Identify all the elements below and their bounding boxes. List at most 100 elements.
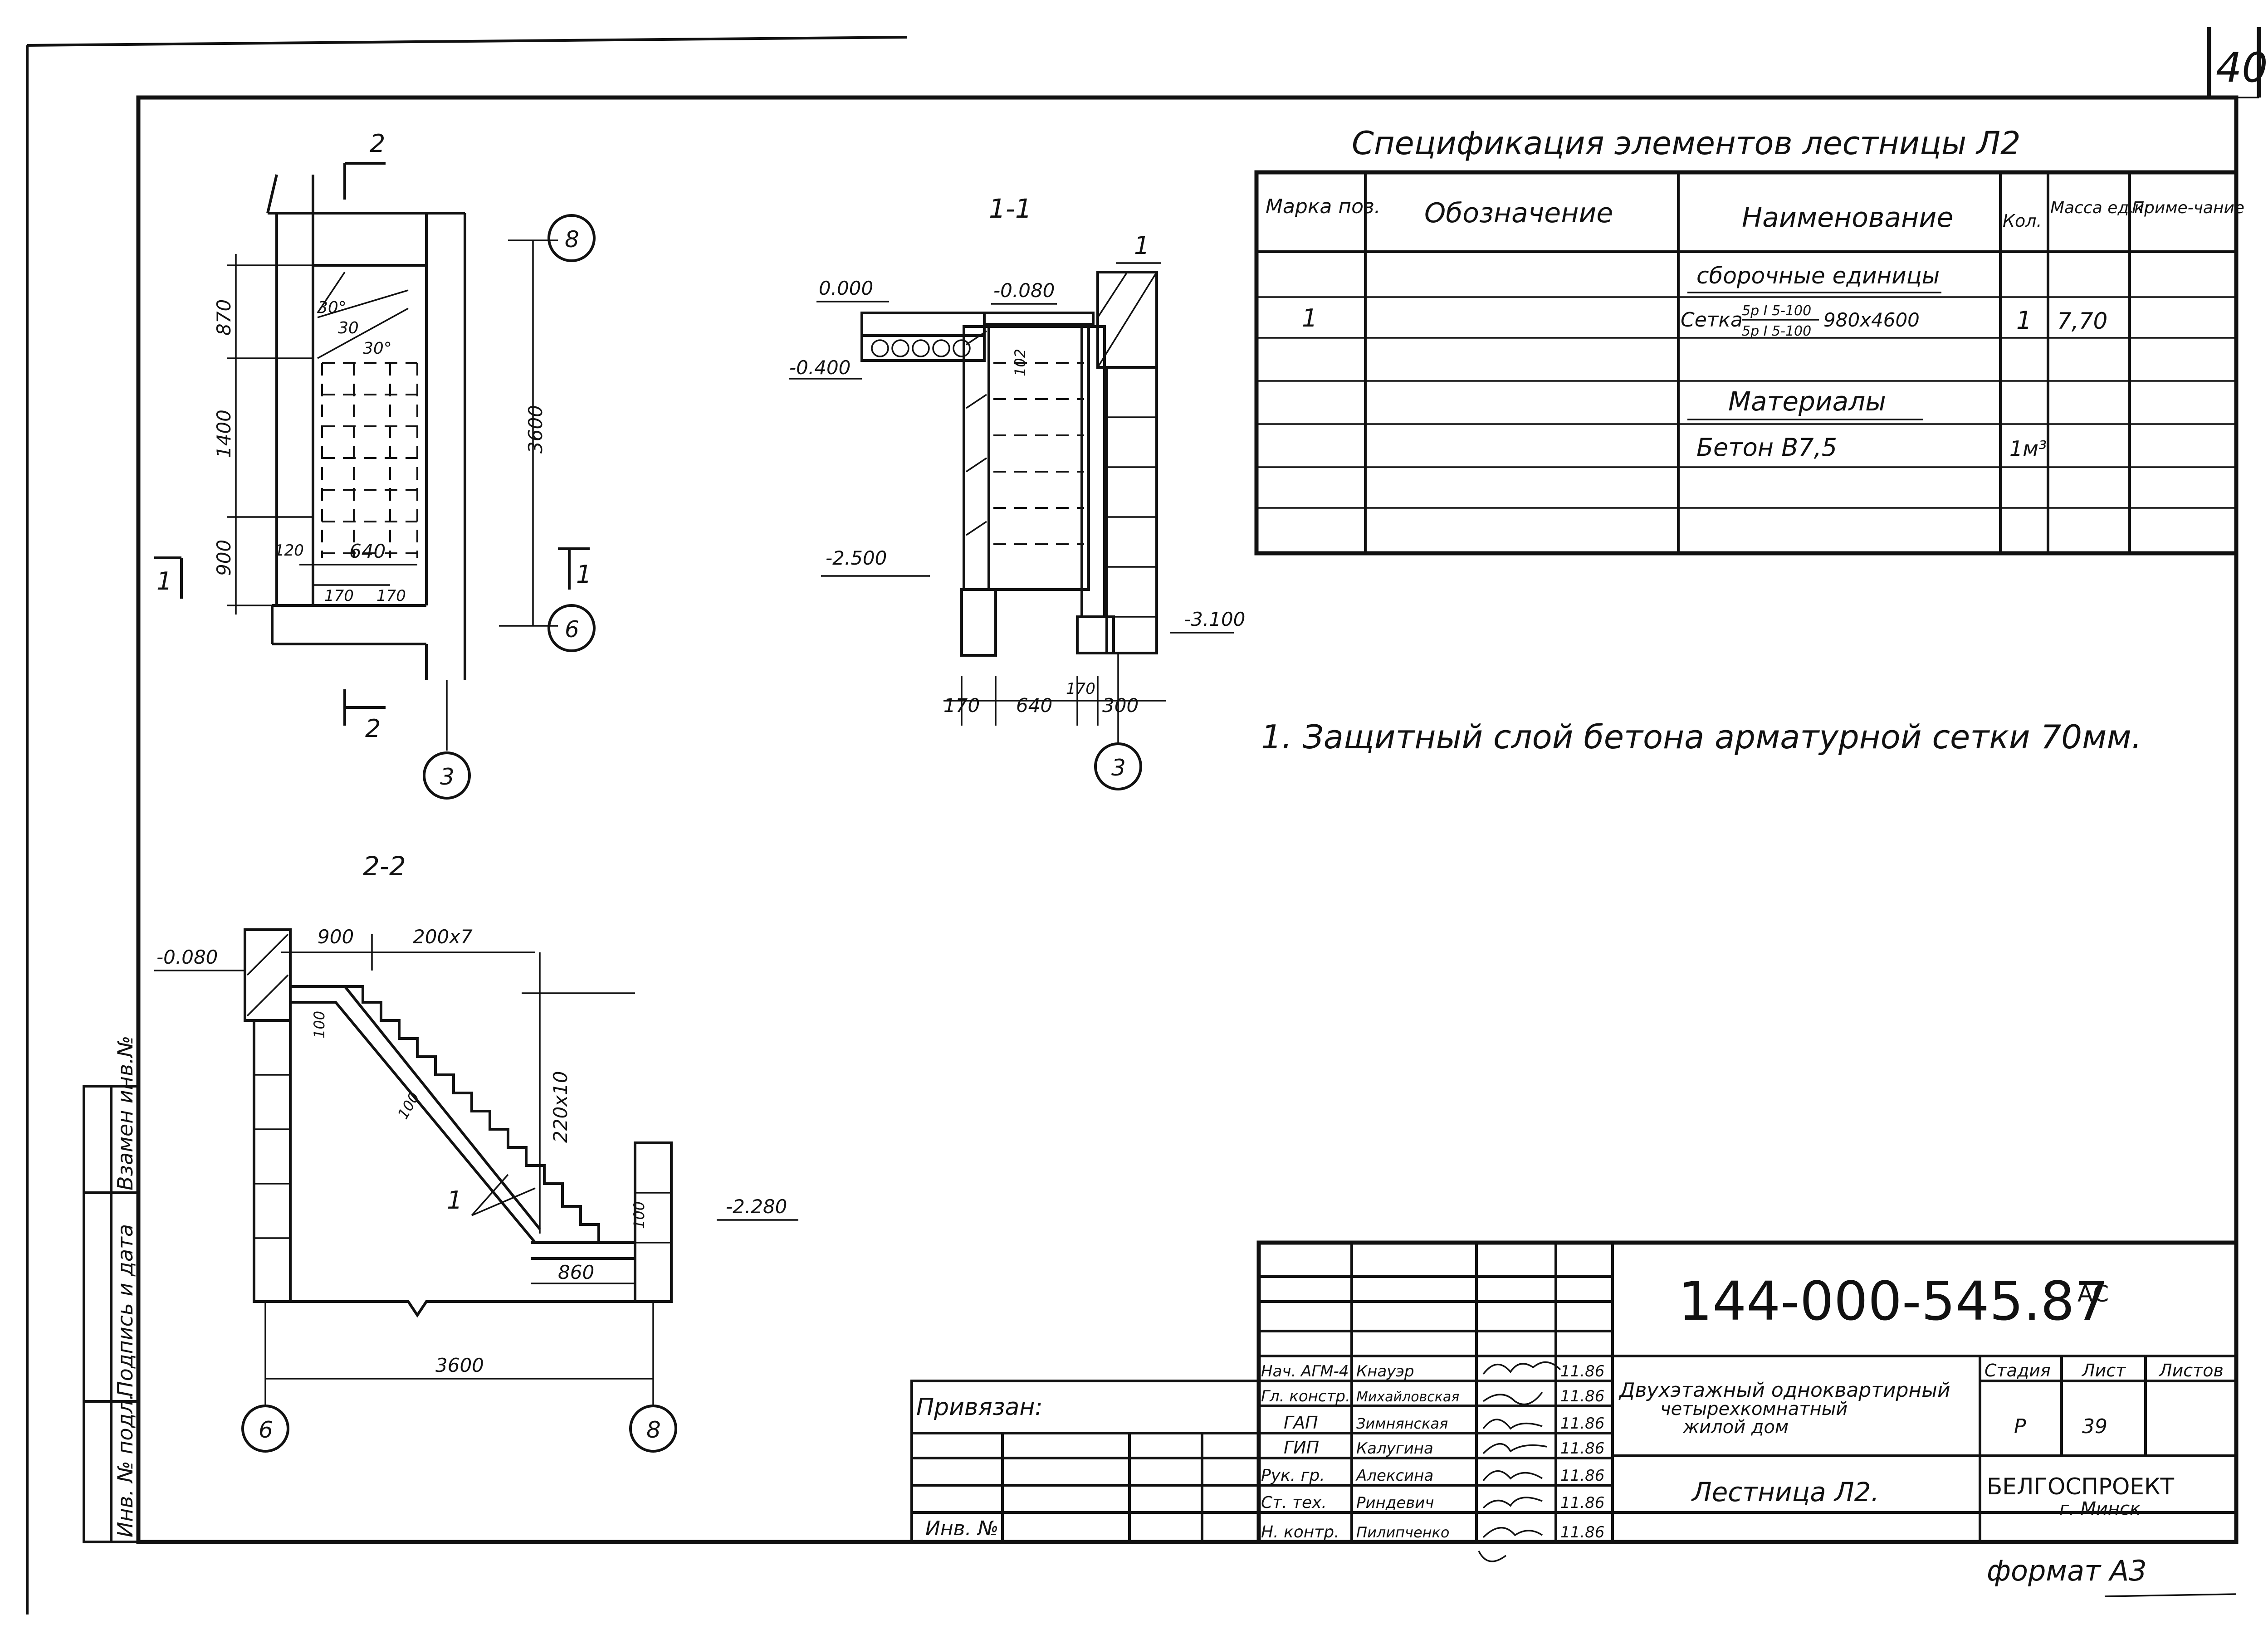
- sec22-dim-top-0: 900: [318, 926, 354, 948]
- side-stamp-replace: Взамен инв.№: [113, 1036, 137, 1190]
- spec-section-assembly: сборочные единицы: [1696, 263, 1940, 289]
- sec11-dim-2: 170: [1066, 680, 1095, 698]
- spec-h-name: Наименование: [1742, 202, 1953, 234]
- title-block: Привязан: Инв. № Нач. АГМ-4 Гл. констр. …: [910, 1240, 2239, 1562]
- side-stamp: Взамен инв.№ Подпись и дата Инв. № подл.: [83, 1036, 140, 1543]
- plan-sec-right: 1: [576, 560, 591, 589]
- sec22-small-2: 100: [631, 1201, 648, 1229]
- sec11-dim-1: 640: [1016, 694, 1052, 717]
- section-2-2: 2-2 -0.080 -2.280 900 200x7 220x10: [154, 851, 798, 1453]
- spec-h-mass: Масса ед.кг: [2050, 199, 2153, 217]
- side-stamp-sign: Подпись и дата: [113, 1224, 137, 1397]
- sheet-hdr: Лист: [2081, 1361, 2126, 1380]
- inv-label: Инв. №: [925, 1517, 998, 1540]
- project-1: четырехкомнатный: [1660, 1399, 1848, 1419]
- side-stamp-inv: Инв. № подл.: [113, 1394, 137, 1537]
- name-3: Калугина: [1356, 1439, 1433, 1458]
- name-2: Зимнянская: [1356, 1415, 1448, 1432]
- stair-plan: 870 1400 900 120 640 170 170 3600 30° 30…: [154, 129, 596, 800]
- spec-row1-size: 980x4600: [1823, 309, 1920, 331]
- date-0: 11.86: [1560, 1362, 1604, 1380]
- sec11-level-4: -3.100: [1184, 608, 1245, 630]
- sec22-axis-0: 6: [259, 1417, 273, 1443]
- name-6: Пилипченко: [1356, 1524, 1449, 1541]
- date-5: 11.86: [1560, 1494, 1604, 1512]
- section-1-1: 1-1 102: [789, 193, 1245, 790]
- spec-table: Спецификация элементов лестницы Л2 Марка…: [1254, 125, 2244, 556]
- sec22-level-1: -2.280: [726, 1195, 787, 1218]
- drawing-name: Лестница Л2.: [1691, 1477, 1879, 1507]
- sec22-small-1: 100: [394, 1089, 423, 1122]
- sec22-dim-right: 220x10: [549, 1071, 572, 1143]
- spec-h-note: Приме-чание: [2132, 199, 2244, 217]
- spec-h-mark: Марка поз.: [1266, 195, 1380, 218]
- sec11-inner: 102: [1012, 349, 1029, 376]
- spec-row2-name: Бетон В7,5: [1696, 433, 1837, 462]
- plan-dim-bottom-3: 170: [376, 587, 406, 605]
- plan-dim-bottom-1: 640: [349, 540, 386, 562]
- doc-code-suffix: АС: [2077, 1281, 2109, 1307]
- plan-angle-0: 30°: [318, 298, 347, 317]
- sec22-title: 2-2: [363, 851, 406, 882]
- spec-row2-qty: 1м³: [2009, 436, 2047, 461]
- spec-section-materials: Материалы: [1728, 386, 1886, 417]
- doc-code: 144-000-545.87: [1678, 1270, 2109, 1332]
- sec22-level-0: -0.080: [156, 946, 218, 968]
- plan-angle-1: 30: [338, 319, 359, 337]
- org-city: г. Минск: [2059, 1498, 2141, 1519]
- date-3: 11.86: [1560, 1439, 1604, 1458]
- name-4: Алексина: [1355, 1467, 1433, 1485]
- date-6: 11.86: [1560, 1523, 1604, 1541]
- plan-dim-left-1: 1400: [213, 410, 235, 458]
- spec-row1-frac-top: 5р I 5-100: [1742, 303, 1811, 319]
- sheet-value: 39: [2082, 1415, 2107, 1438]
- role-4: Рук. гр.: [1261, 1466, 1325, 1485]
- role-0: Нач. АГМ-4: [1261, 1362, 1349, 1380]
- sheet-number: 40: [2216, 44, 2268, 92]
- plan-cut-bottom: 2: [365, 714, 381, 743]
- sec22-axis-1: 8: [646, 1417, 661, 1443]
- spec-row1-frac-bottom: 5р I 5-100: [1742, 323, 1811, 339]
- general-note: 1. Защитный слой бетона арматурной сетки…: [1261, 718, 2142, 756]
- role-6: Н. контр.: [1261, 1523, 1339, 1541]
- name-0: Кнауэр: [1356, 1362, 1414, 1380]
- role-2: ГАП: [1284, 1413, 1318, 1433]
- sec11-marker: 1: [1134, 231, 1149, 260]
- spec-row1-name: Сетка: [1681, 308, 1743, 332]
- plan-dim-bottom-2: 170: [324, 587, 354, 605]
- sec11-dim-0: 170: [943, 694, 980, 717]
- signatures: [1478, 1361, 1561, 1562]
- spec-row1-mass: 7,70: [2057, 308, 2107, 334]
- spec-row1-qty: 1: [2016, 306, 2032, 335]
- plan-axis-1: 6: [565, 616, 579, 643]
- stage-hdr: Стадия: [1984, 1361, 2051, 1380]
- sec11-level-2: -0.400: [789, 356, 850, 379]
- spec-h-qty: Кол.: [2003, 211, 2042, 231]
- role-1: Гл. констр.: [1261, 1387, 1350, 1405]
- sec11-axis: 3: [1111, 755, 1126, 781]
- sec22-overall: 3600: [435, 1354, 484, 1376]
- role-3: ГИП: [1284, 1438, 1319, 1458]
- sec11-title: 1-1: [989, 193, 1032, 224]
- plan-dim-left-2: 900: [213, 540, 235, 576]
- sec22-marker: 1: [447, 1186, 462, 1215]
- sec11-level-0: 0.000: [819, 277, 873, 299]
- name-5: Риндевич: [1356, 1494, 1434, 1512]
- plan-axis-0: 8: [565, 226, 579, 253]
- spec-h-designation: Обозначение: [1424, 197, 1613, 229]
- date-4: 11.86: [1560, 1467, 1604, 1485]
- plan-dim-right: 3600: [524, 405, 547, 454]
- name-1: Михайловская: [1356, 1389, 1459, 1405]
- sheets-hdr: Листов: [2158, 1361, 2224, 1380]
- project-0: Двухэтажный одноквартирный: [1618, 1379, 1950, 1402]
- plan-dim-bottom-0: 120: [274, 541, 304, 560]
- sec22-dim-bottom: 860: [558, 1261, 594, 1283]
- privyazan-label: Привязан:: [916, 1394, 1043, 1421]
- plan-sec-left: 1: [156, 567, 172, 595]
- plan-cut-top: 2: [370, 129, 385, 158]
- spec-row1-mark: 1: [1302, 304, 1317, 332]
- stage-value: Р: [2014, 1415, 2026, 1438]
- sec22-small-0: 100: [311, 1011, 328, 1039]
- org-name: БЕЛГОСПРОЕКТ: [1987, 1473, 2174, 1500]
